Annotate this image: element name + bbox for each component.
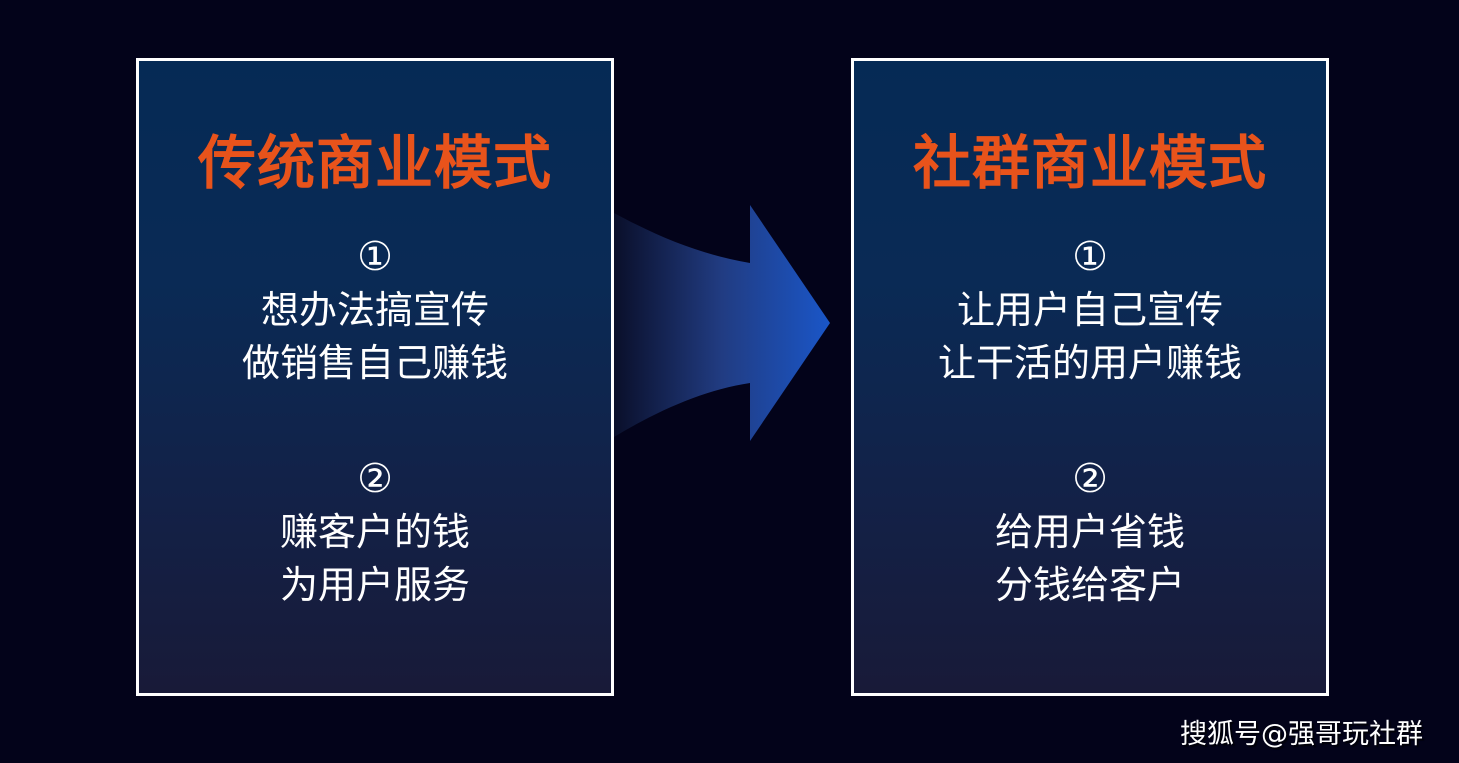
traditional-model-panel: 传统商业模式 ① 想办法搞宣传 做销售自己赚钱 ② 赚客户的钱 为用户服务 — [136, 58, 614, 696]
circled-number-1: ① — [357, 234, 393, 280]
community-model-panel: 社群商业模式 ① 让用户自己宣传 让干活的用户赚钱 ② 给用户省钱 分钱给客户 — [851, 58, 1329, 696]
traditional-point-2: ② 赚客户的钱 为用户服务 — [139, 453, 611, 612]
point-line: 赚客户的钱 — [279, 510, 470, 554]
traditional-model-title: 传统商业模式 — [197, 129, 552, 197]
community-model-title: 社群商业模式 — [912, 129, 1267, 197]
circled-number-1: ① — [1072, 234, 1108, 280]
point-line: 想办法搞宣传 — [260, 288, 489, 332]
point-line: 为用户服务 — [279, 563, 470, 607]
point-line: 让用户自己宣传 — [956, 288, 1223, 332]
community-point-2: ② 给用户省钱 分钱给客户 — [854, 453, 1326, 612]
watermark: 搜狐号@强哥玩社群 — [1180, 719, 1423, 750]
point-line: 让干活的用户赚钱 — [937, 341, 1242, 385]
point-line: 做销售自己赚钱 — [241, 341, 508, 385]
point-line: 给用户省钱 — [994, 510, 1185, 554]
community-point-1: ① 让用户自己宣传 让干活的用户赚钱 — [854, 231, 1326, 390]
traditional-point-1: ① 想办法搞宣传 做销售自己赚钱 — [139, 231, 611, 390]
right-arrow-icon — [614, 205, 830, 441]
circled-number-2: ② — [1072, 456, 1108, 502]
circled-number-2: ② — [357, 456, 393, 502]
point-line: 分钱给客户 — [994, 563, 1185, 607]
